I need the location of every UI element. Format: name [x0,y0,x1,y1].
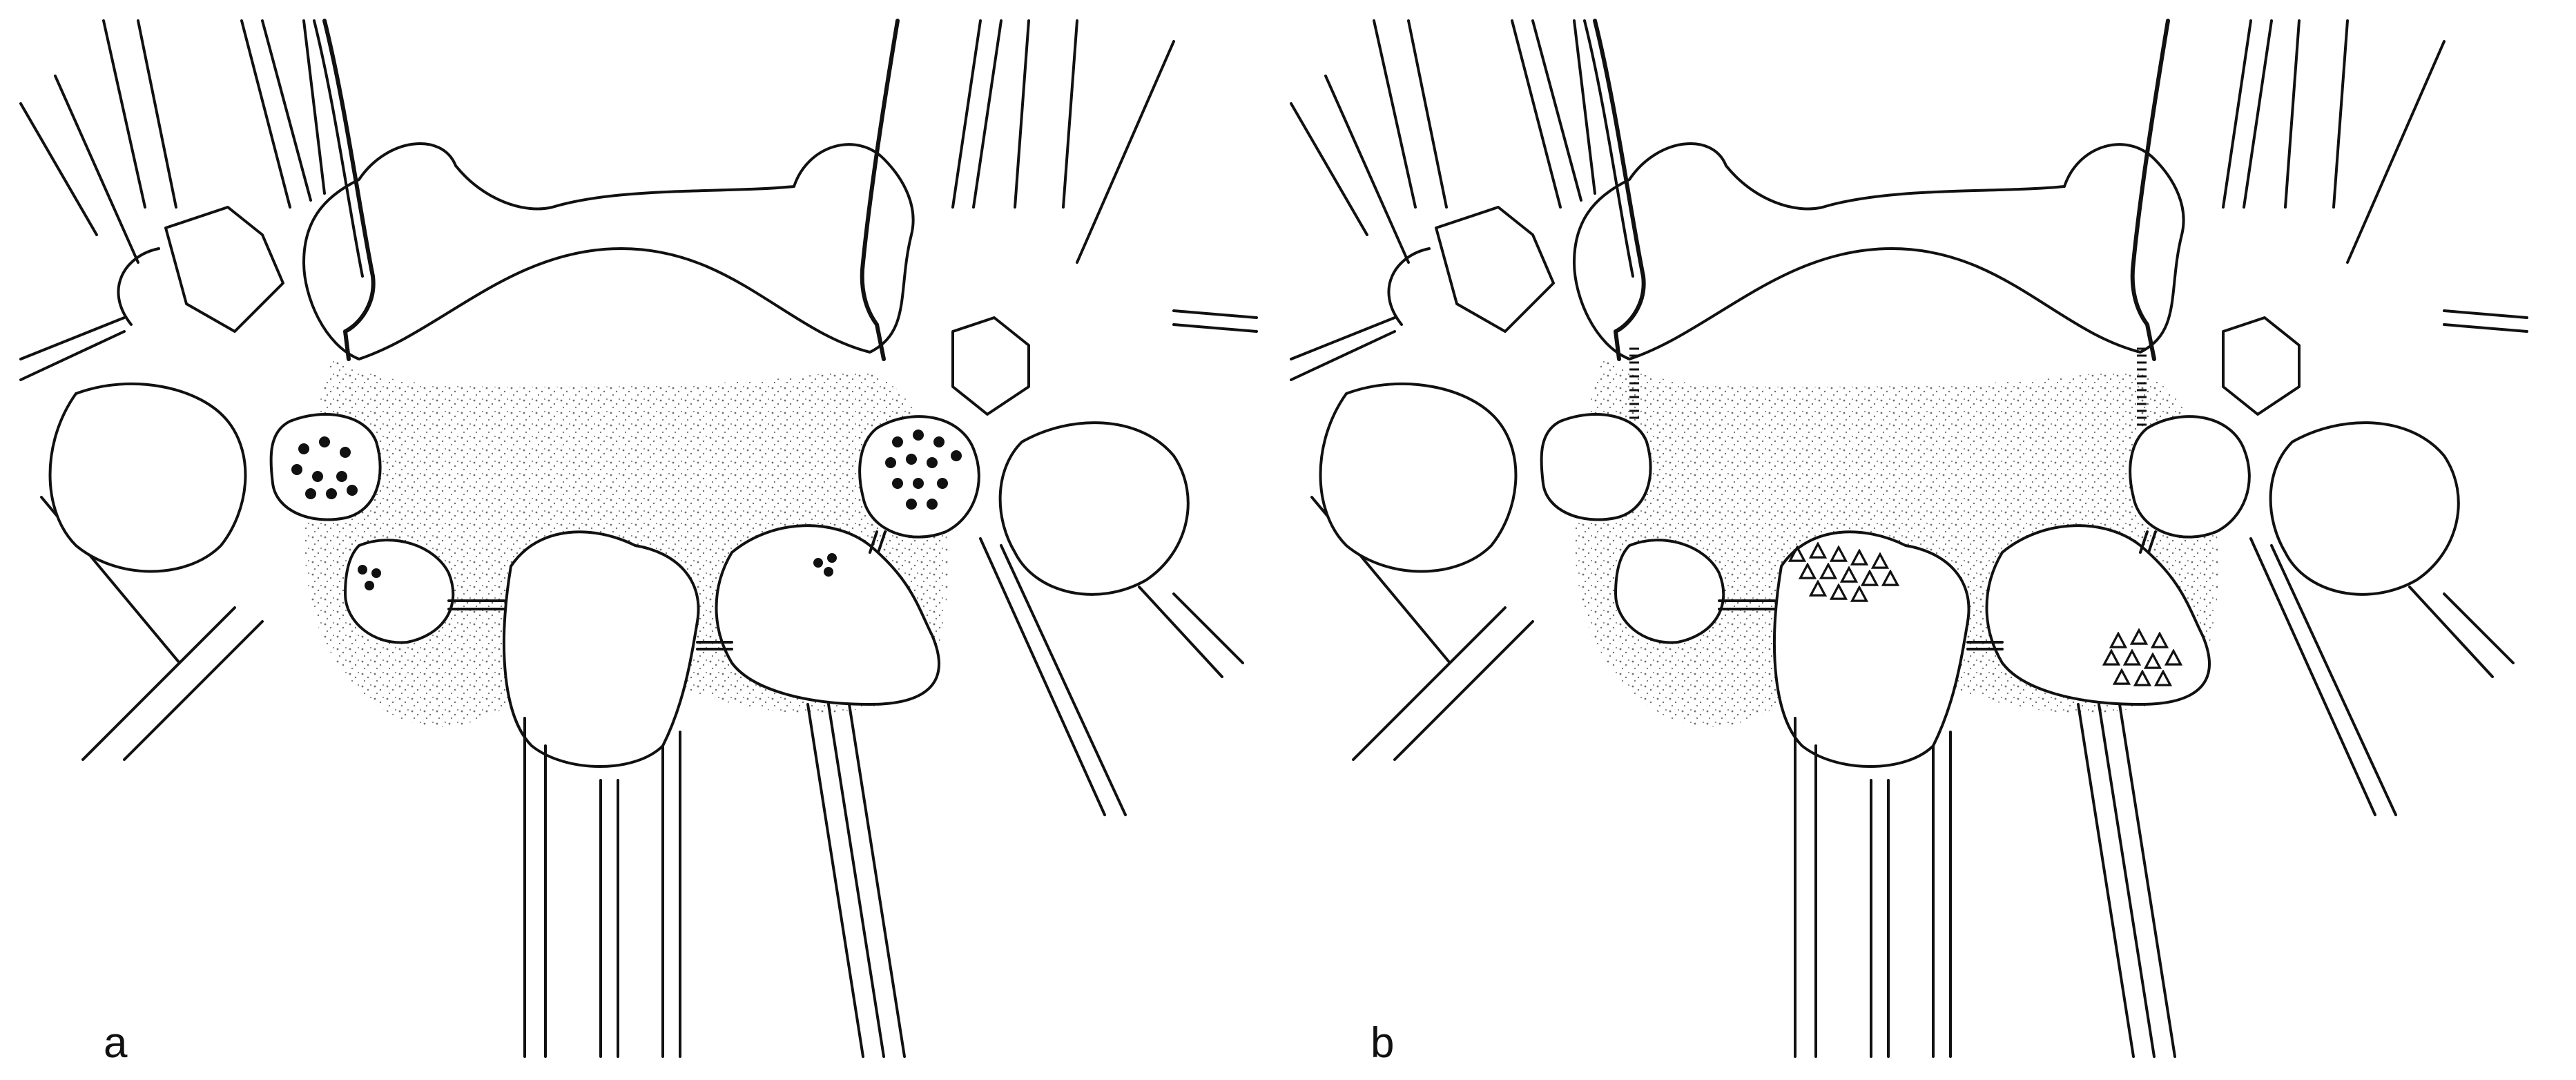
panel-label-a: a [104,1022,127,1065]
panel-a-diagram [21,21,1257,1057]
panel-b-diagram [1291,21,2527,1057]
junction-ladder-upper [1629,345,1639,421]
panel-label-b: b [1371,1022,1394,1065]
junction-ladder-right [2137,345,2147,428]
